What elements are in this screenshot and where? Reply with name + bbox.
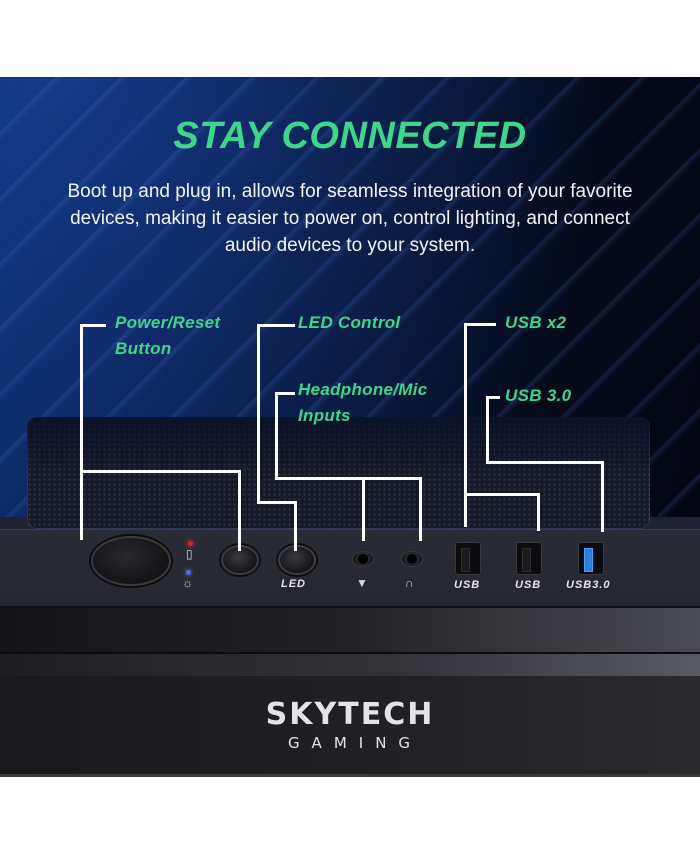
power-led (186, 570, 191, 575)
usb-port-2[interactable] (516, 542, 542, 575)
power-button[interactable] (91, 536, 171, 586)
microphone-icon: ▼ (356, 576, 368, 590)
headphone-jack[interactable] (402, 552, 422, 566)
page-title: STAY CONNECTED (173, 115, 527, 157)
callout-usb-x2: USB x2 (505, 313, 567, 332)
callout-led-control: LED Control (298, 313, 401, 332)
feature-description: Boot up and plug in, allows for seamless… (67, 181, 633, 256)
callout-usb3: USB 3.0 (505, 386, 572, 405)
mic-jack[interactable] (353, 552, 373, 566)
brand-subtitle: GAMING (287, 734, 423, 752)
case-front-face (0, 676, 700, 774)
usb-port-1[interactable] (455, 542, 481, 575)
usb3-port-label: USB3.0 (566, 579, 611, 591)
usb-port-2-label: USB (515, 579, 542, 591)
leader-led (257, 324, 295, 327)
leader-power (80, 324, 106, 327)
usb3-port[interactable] (578, 542, 604, 575)
product-feature-banner: STAY CONNECTED Boot up and plug in, allo… (0, 77, 700, 777)
hdd-activity-led (188, 541, 193, 546)
brand-logo: SKYTECH (265, 697, 435, 732)
led-button-label: LED (281, 578, 306, 590)
callout-power-reset: Power/Reset Button (115, 313, 221, 358)
headphone-icon: ∩ (405, 576, 414, 590)
leader-usb3 (486, 396, 500, 399)
hdd-icon: ▯ (186, 547, 193, 561)
case-bezel-band (0, 608, 700, 652)
leader-audio (275, 392, 295, 395)
power-light-icon: ☼ (182, 576, 193, 590)
usb-port-1-label: USB (454, 579, 481, 591)
led-control-button[interactable] (278, 545, 316, 575)
leader-usb2 (464, 323, 496, 326)
callout-headphone-mic: Headphone/Mic Inputs (298, 380, 428, 425)
